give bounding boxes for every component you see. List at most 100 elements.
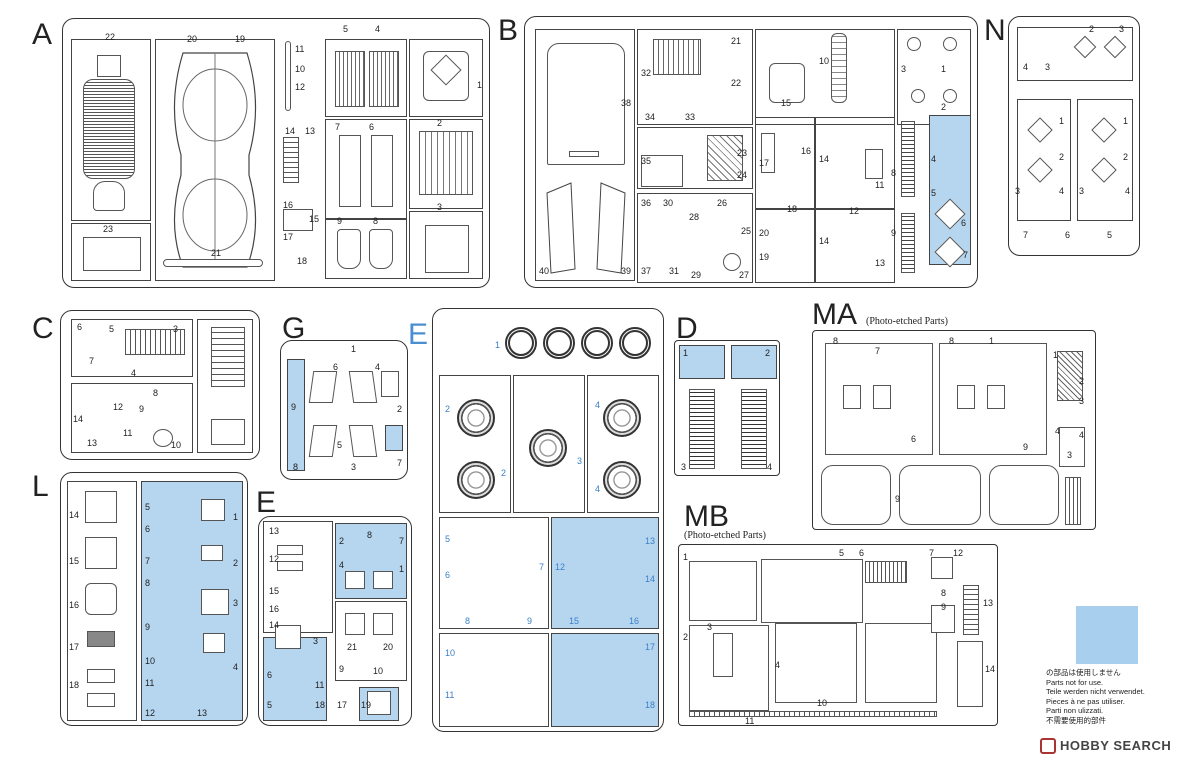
b-num-11: 11 [875, 180, 885, 190]
tire-1b [543, 327, 575, 359]
es-num-9: 9 [339, 664, 345, 674]
a-num-7: 7 [335, 122, 341, 132]
es-num-1: 1 [399, 564, 405, 574]
e-num-9: 9 [527, 616, 533, 626]
panel-part-7 [339, 135, 361, 207]
g-part-3 [348, 425, 378, 457]
mb-num-13: 13 [983, 598, 994, 608]
tire-1a [505, 327, 537, 359]
b-part-23 [707, 135, 743, 181]
sprue-b-mid-right [815, 117, 895, 209]
b-num-27: 27 [739, 270, 750, 280]
ma-num-2: 2 [1079, 376, 1085, 386]
b-num-21: 21 [731, 36, 742, 46]
l-num-10: 10 [145, 656, 156, 666]
mb-num-7: 7 [929, 548, 935, 558]
b-num-8: 8 [891, 168, 897, 178]
watermark-logo-icon [1040, 737, 1056, 754]
l-part-18b [87, 693, 115, 707]
bracket-part-9 [337, 229, 361, 269]
l-num-6: 6 [145, 524, 151, 534]
wheel-4b [603, 461, 641, 499]
mb-panel-1 [689, 561, 757, 621]
e-small-part-12a [277, 545, 303, 555]
sprue-a-engine-section [409, 39, 483, 117]
floor-plate-svg [173, 52, 257, 268]
e-num-12: 12 [555, 562, 566, 572]
l-num-8: 8 [145, 578, 151, 588]
b-part-35 [641, 155, 683, 187]
g-part-4 [348, 371, 378, 403]
mb-num-11: 11 [745, 716, 755, 726]
sprue-d-frame: 1 2 3 4 [674, 340, 780, 476]
b-num-29: 29 [691, 270, 702, 280]
bar-part-21 [163, 259, 263, 267]
b-num-10: 10 [819, 56, 830, 66]
legend-line-jp: の部品は使用しません [1046, 668, 1121, 677]
b-num-4: 4 [931, 154, 937, 164]
mb-panel-center [775, 623, 857, 703]
ma-num-1: 1 [989, 336, 995, 346]
c-num-4: 4 [131, 368, 137, 378]
mb-part-8 [931, 605, 955, 633]
sprue-a-bracket-section [325, 219, 407, 279]
b-num-1: 1 [941, 64, 947, 74]
ma-tray-mid [899, 465, 981, 525]
door-handle [569, 151, 599, 157]
a-num-9: 9 [337, 216, 343, 226]
mb-num-4: 4 [775, 660, 781, 670]
d-part-4 [741, 389, 767, 469]
e-num-8: 8 [465, 616, 471, 626]
a-num-5: 5 [343, 24, 349, 34]
sprue-e-left-col [439, 375, 511, 513]
b-num-9: 9 [891, 228, 897, 238]
g-part-2 [381, 371, 399, 397]
tray-part-23 [83, 237, 141, 271]
l-num-14: 14 [69, 510, 80, 520]
b-num-19: 19 [759, 252, 770, 262]
sprue-letter-a: A [32, 18, 53, 51]
ma-part-a [843, 385, 861, 409]
c-num-6: 6 [77, 322, 83, 332]
mb-num-6: 6 [859, 548, 865, 558]
l-part-3 [201, 589, 229, 615]
ma-num-8b: 8 [949, 336, 955, 346]
g-num-9: 9 [291, 402, 297, 412]
b-num-13: 13 [875, 258, 886, 268]
mb-part-14 [957, 641, 983, 707]
sprue-l-frame: 14 15 16 17 18 5 6 7 8 9 10 11 12 13 1 2… [60, 472, 248, 726]
b-num-15: 15 [781, 98, 792, 108]
a-num-23: 23 [103, 224, 114, 234]
sprue-g-unused-left [287, 359, 305, 471]
l-num-1: 1 [233, 512, 239, 522]
e-num-3: 3 [577, 456, 583, 466]
mb-part-grille [865, 561, 907, 583]
l-part-17 [87, 631, 115, 647]
legend-line-it: Parti non ulizzati. [1046, 706, 1104, 715]
ma-part-d [987, 385, 1005, 409]
b-num-39: 39 [621, 266, 632, 276]
b-num-16: 16 [801, 146, 812, 156]
b-num-26: 26 [717, 198, 728, 208]
sprue-letter-mb: MB [684, 500, 729, 533]
b-num-5: 5 [931, 188, 937, 198]
tire-1d [619, 327, 651, 359]
g-num-2: 2 [397, 404, 403, 414]
tire-1c [581, 327, 613, 359]
e-num-2b: 2 [501, 468, 507, 478]
n-num-3c: 3 [1015, 186, 1021, 196]
sprue-d-unused-right [731, 345, 777, 379]
ma-num-9b: 9 [895, 494, 901, 504]
es-num-11: 11 [315, 680, 325, 690]
e-num-10: 10 [445, 648, 456, 658]
gear-part-3 [425, 225, 469, 273]
es-num-16: 16 [269, 604, 280, 614]
wheel-4a [603, 399, 641, 437]
sprue-letter-c: C [32, 312, 54, 345]
g-part-5 [308, 425, 338, 457]
a-num-13: 13 [305, 126, 316, 136]
e-small-part-12b [277, 561, 303, 571]
sprue-b-upper-right [755, 29, 895, 125]
b-num-37: 37 [641, 266, 652, 276]
ma-part-side [1065, 477, 1081, 525]
